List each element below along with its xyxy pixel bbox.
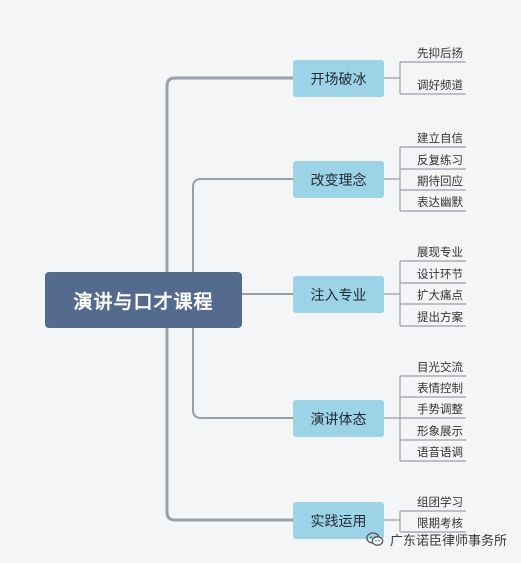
leaf-connectors-5 (384, 510, 466, 533)
leaf-1-1: 先抑后扬 (417, 46, 463, 60)
leaf-connectors-4 (384, 375, 466, 462)
leaf-2-1: 建立自信 (417, 131, 463, 145)
leaf-3-4: 提出方案 (417, 310, 463, 324)
leaf-2-4: 表达幽默 (417, 195, 463, 209)
branch-node-2: 改变理念 (293, 161, 384, 198)
leaf-1-2: 调好频道 (417, 78, 463, 92)
branch-node-4: 演讲体态 (293, 400, 384, 437)
trunk-outer (165, 76, 293, 522)
leaf-4-4: 形象展示 (417, 424, 463, 438)
leaf-4-5: 语音语调 (417, 445, 463, 459)
wechat-chat-icon (366, 532, 384, 546)
leaf-4-3: 手势调整 (417, 402, 463, 416)
leaf-5-1: 组团学习 (417, 495, 463, 509)
leaf-connectors-2 (384, 146, 466, 212)
branch-node-1: 开场破冰 (293, 60, 384, 97)
leaf-2-2: 反复练习 (417, 153, 463, 167)
leaf-2-3: 期待回应 (417, 174, 463, 188)
leaf-5-2: 限期考核 (417, 516, 463, 530)
watermark: 广东诺臣律师事务所 (366, 530, 507, 549)
leaf-4-2: 表情控制 (417, 381, 463, 395)
leaf-3-3: 扩大痛点 (417, 288, 463, 302)
leaf-3-1: 展现专业 (417, 245, 463, 259)
watermark-text: 广东诺臣律师事务所 (389, 534, 507, 549)
trunk-inner (192, 178, 293, 419)
leaf-4-1: 目光交流 (417, 360, 463, 374)
leaf-connectors-3 (384, 260, 466, 327)
branch-node-3: 注入专业 (293, 276, 384, 313)
leaf-3-2: 设计环节 (417, 267, 463, 281)
leaf-connectors-1 (384, 61, 466, 95)
branch-node-5: 实践运用 (293, 502, 384, 539)
root-node: 演讲与口才课程 (45, 272, 242, 328)
